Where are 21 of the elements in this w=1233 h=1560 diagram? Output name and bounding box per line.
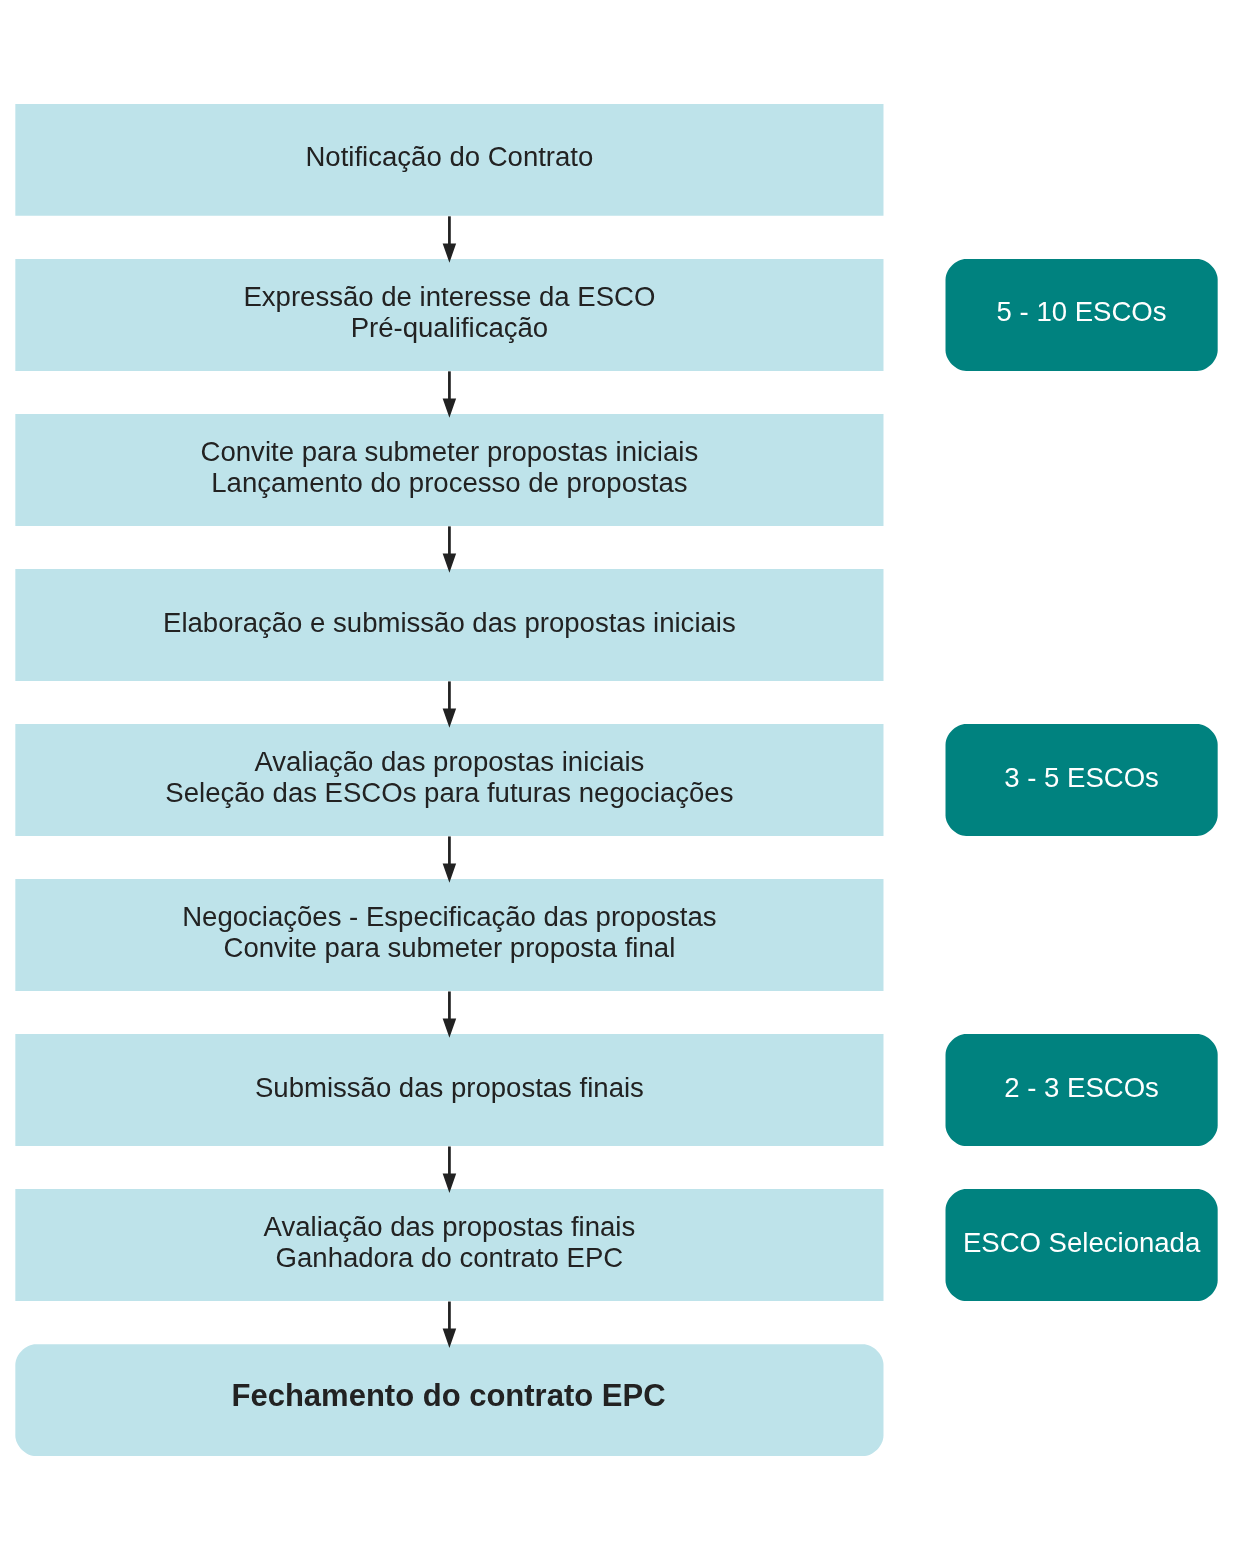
- arrow: [442, 836, 457, 883]
- node-box: Notificação do Contrato: [15, 103, 884, 216]
- node-box: Elaboração e submissão das propostas iniciais: [15, 569, 884, 681]
- node-box: Expressão de interesse da ESCO Pré-qualificação: [15, 258, 884, 371]
- node-box: Convite para submeter propostas iniciais Lançamento do processo de propostas: [15, 413, 884, 526]
- node-box: Negociações - Especificação das propostas Convite para submeter proposta final: [15, 879, 884, 991]
- arrow: [442, 681, 457, 728]
- node-box: Avaliação das propostas finais Ganhadora do contrato EPC: [15, 1189, 884, 1302]
- arrow: [442, 216, 457, 263]
- arrow: [442, 1146, 457, 1193]
- arrow: [442, 991, 457, 1038]
- node-box: 5 - 10 ESCOs: [945, 258, 1218, 371]
- node-box: 2 - 3 ESCOs: [945, 1034, 1218, 1147]
- arrow: [442, 526, 457, 573]
- arrow: [442, 1301, 457, 1348]
- arrow: [442, 371, 457, 418]
- node-box: 3 - 5 ESCOs: [945, 724, 1218, 836]
- node-box: ESCO Selecionada: [945, 1189, 1218, 1302]
- node-box: Avaliação das propostas iniciais Seleção das ESCOs para futuras negociações: [15, 724, 884, 836]
- node-box: Fechamento do contrato EPC: [15, 1344, 884, 1457]
- node-box: Submissão das propostas finais: [15, 1034, 884, 1147]
